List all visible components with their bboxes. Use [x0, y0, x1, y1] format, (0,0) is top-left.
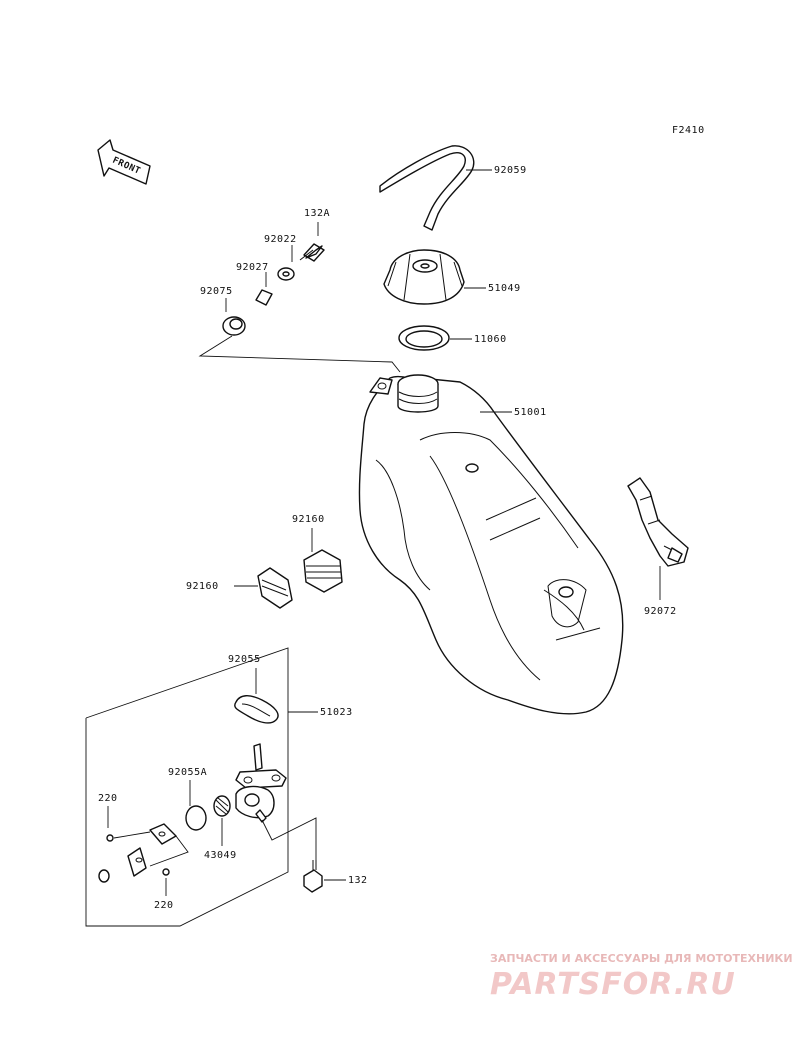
- label-92027: 92027: [236, 262, 269, 273]
- filter-43049: [213, 795, 231, 817]
- fuel-cock: [235, 743, 287, 823]
- watermark-brand: PARTSFOR.RU: [490, 967, 736, 1002]
- label-132A: 132A: [304, 208, 330, 219]
- screw-220-lower: [162, 868, 170, 876]
- label-51023: 51023: [320, 707, 353, 718]
- gasket-11060: [398, 325, 450, 351]
- cushion-92160-lower: [257, 567, 293, 609]
- watermark-tagline: ЗАПЧАСТИ И АКСЕССУАРЫ ДЛЯ МОТОТЕХНИКИ: [490, 952, 793, 965]
- label-220-upper: 220: [98, 793, 118, 804]
- label-51049: 51049: [488, 283, 521, 294]
- label-92072: 92072: [644, 606, 677, 617]
- label-92055A: 92055A: [168, 767, 207, 778]
- bolt-132A: [299, 243, 325, 262]
- front-arrow-icon: FRONT: [97, 139, 151, 185]
- washer-small: [98, 869, 110, 883]
- label-132: 132: [348, 875, 368, 886]
- bolt-132: [303, 860, 323, 893]
- label-92055: 92055: [228, 654, 261, 665]
- o-ring-92055A: [185, 805, 207, 831]
- cushion-92160-upper: [303, 549, 343, 593]
- label-220-lower: 220: [154, 900, 174, 911]
- grommet-92075: [222, 316, 246, 336]
- gasket-92055: [234, 695, 279, 724]
- screw-220-upper: [106, 834, 114, 842]
- washer-92022: [277, 267, 295, 281]
- label-11060: 11060: [474, 334, 507, 345]
- fuel-cap: [383, 249, 465, 305]
- assembly-outline: [85, 647, 289, 927]
- label-92022: 92022: [264, 234, 297, 245]
- collar-92027: [255, 289, 273, 306]
- label-92075: 92075: [200, 286, 233, 297]
- label-51001: 51001: [514, 407, 547, 418]
- strap-92072: [627, 477, 689, 567]
- label-43049: 43049: [204, 850, 237, 861]
- label-92160-lower: 92160: [186, 581, 219, 592]
- breather-hose: [379, 145, 475, 231]
- figure-code: F2410: [672, 125, 705, 136]
- label-92160-upper: 92160: [292, 514, 325, 525]
- label-92059: 92059: [494, 165, 527, 176]
- plate-bracket: [127, 823, 177, 877]
- fuel-tank: [358, 374, 624, 715]
